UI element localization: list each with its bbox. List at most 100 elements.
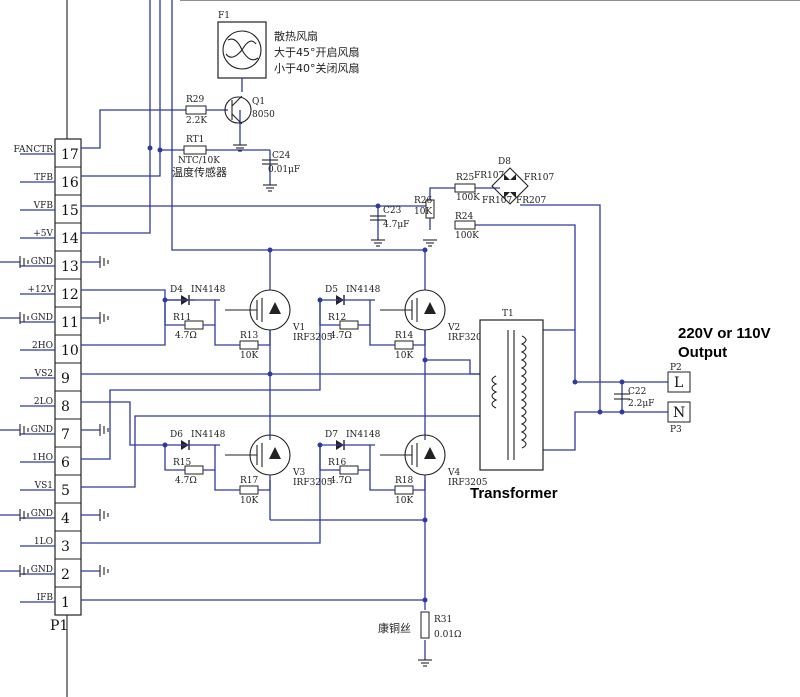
mosfet-part: IRF3205: [448, 478, 488, 488]
resistor-ref: R12: [328, 313, 346, 323]
pin-net-label: 1HO: [32, 453, 53, 463]
mosfet-ref: V2: [447, 323, 460, 333]
pin-number: 4: [61, 511, 70, 527]
d8-ref: D8: [498, 157, 511, 167]
pin-net-label: IFB: [37, 593, 54, 603]
c24-ref: C24: [272, 151, 291, 161]
t1-ref: T1: [502, 309, 514, 319]
pin-number: 3: [61, 539, 70, 555]
pin-net-label: TFB: [34, 173, 53, 183]
gate-resistor-ref: R18: [395, 476, 414, 486]
gate-resistor-ref: R14: [395, 331, 414, 341]
pin-number: 5: [61, 483, 70, 499]
r25-ref: R25: [456, 173, 475, 183]
transformer-annotation: Transformer: [470, 485, 558, 502]
pin-net-label: FANCTR: [13, 145, 53, 155]
r26-ref: R26: [414, 196, 433, 206]
diode-part: IN4148: [346, 285, 381, 295]
pin-number: 11: [61, 315, 79, 331]
pin-net-label: GND: [31, 509, 53, 519]
fan-note-1: 散热风扇: [274, 29, 318, 43]
diode-part: IN4148: [191, 285, 226, 295]
pin-net-label: GND: [31, 257, 53, 267]
junction-dots: [147, 145, 625, 603]
transformer-t1: T1: [479, 309, 544, 471]
diode-part: IN4148: [191, 430, 226, 440]
diode-ref: D6: [170, 430, 183, 440]
fan-f1: F1 散热风扇 大于45°开启风扇 小于40°关闭风扇: [217, 11, 360, 92]
mosfet-part: IRF3205: [448, 333, 488, 343]
diode-part: IN4148: [346, 430, 381, 440]
pin-number: 7: [61, 427, 70, 443]
pin-net-label: 2HO: [32, 341, 53, 351]
c22-ref: C22: [628, 387, 646, 397]
rt1-ref: RT1: [186, 135, 204, 145]
pin-number: 13: [61, 259, 79, 275]
output-annotation: 220V or 110V: [678, 325, 771, 342]
pin-net-label: VFB: [33, 201, 54, 211]
rt1-desc: 温度传感器: [172, 165, 227, 179]
pin-number: 12: [61, 287, 79, 303]
mosfet-part: IRF3205: [293, 333, 333, 343]
terminal-p3: P3: [670, 425, 682, 435]
ground-symbols: [19, 144, 437, 667]
pin-number: 8: [61, 399, 70, 415]
diode-ref: D7: [325, 430, 338, 440]
r24-value: 100K: [455, 231, 479, 241]
pin-net-label: GND: [31, 425, 53, 435]
resistor-value: 4.7Ω: [175, 331, 197, 341]
r31-desc: 康铜丝: [378, 621, 411, 635]
resistor-value: 4.7Ω: [330, 476, 352, 486]
gate-resistor-ref: R13: [240, 331, 259, 341]
pin-net-label: VS1: [34, 481, 53, 491]
output-terminals: L P2 N P3: [667, 363, 691, 435]
gate-resistor-ref: R17: [240, 476, 259, 486]
output-annotation-2: Output: [678, 344, 727, 361]
r31-value: 0.01Ω: [434, 630, 462, 640]
pin-number: 2: [61, 567, 70, 583]
gate-resistor-value: 10K: [395, 351, 413, 361]
mosfet-ref: V3: [292, 468, 305, 478]
ntc-rt1: RT1 NTC/10K 温度传感器 C24 0.01μF: [172, 135, 300, 179]
rt1-value: NTC/10K: [178, 156, 220, 166]
pin-net-label: 2LO: [34, 397, 53, 407]
resistor-value: 4.7Ω: [175, 476, 197, 486]
r25-value: 100K: [456, 193, 480, 203]
terminal-l: L: [674, 375, 683, 391]
mosfet-ref: V4: [447, 468, 460, 478]
r29-value: 2.2K: [186, 116, 207, 126]
c22-value: 2.2μF: [628, 399, 654, 409]
pin-net-label: GND: [31, 313, 53, 323]
resistor-ref: R16: [328, 458, 347, 468]
r26-value: 10K: [414, 207, 432, 217]
pin-number: 9: [61, 371, 70, 387]
mosfet-ref: V1: [292, 323, 305, 333]
wires: [0, 0, 668, 660]
pin-number: 16: [61, 175, 79, 191]
r31-ref: R31: [434, 615, 452, 625]
mosfet-part: IRF3205: [293, 478, 333, 488]
pin-number: 15: [61, 203, 79, 219]
gate-resistor-value: 10K: [395, 496, 413, 506]
q1-ref: Q1: [252, 97, 265, 107]
q1-part: 8050: [252, 110, 275, 120]
terminal-n: N: [673, 405, 685, 421]
resistor-ref: R15: [173, 458, 192, 468]
fan-note-2: 大于45°开启风扇: [274, 45, 360, 59]
pin-net-label: 1LO: [34, 537, 53, 547]
q1-driver: R29 2.2K Q1 8050: [185, 95, 275, 126]
feedback-network: R25 100K R26 10K R24 100K C23 4.7μF D8 F…: [370, 157, 554, 241]
pin-number: 14: [61, 231, 79, 247]
gate-resistor-value: 10K: [240, 351, 258, 361]
c23-ref: C23: [383, 206, 402, 216]
pin-number: 1: [61, 595, 70, 611]
fan-ref: F1: [218, 11, 230, 21]
d8-d2: FR107: [524, 173, 554, 183]
resistor-value: 4.7Ω: [330, 331, 352, 341]
pin-number: 17: [61, 147, 79, 163]
